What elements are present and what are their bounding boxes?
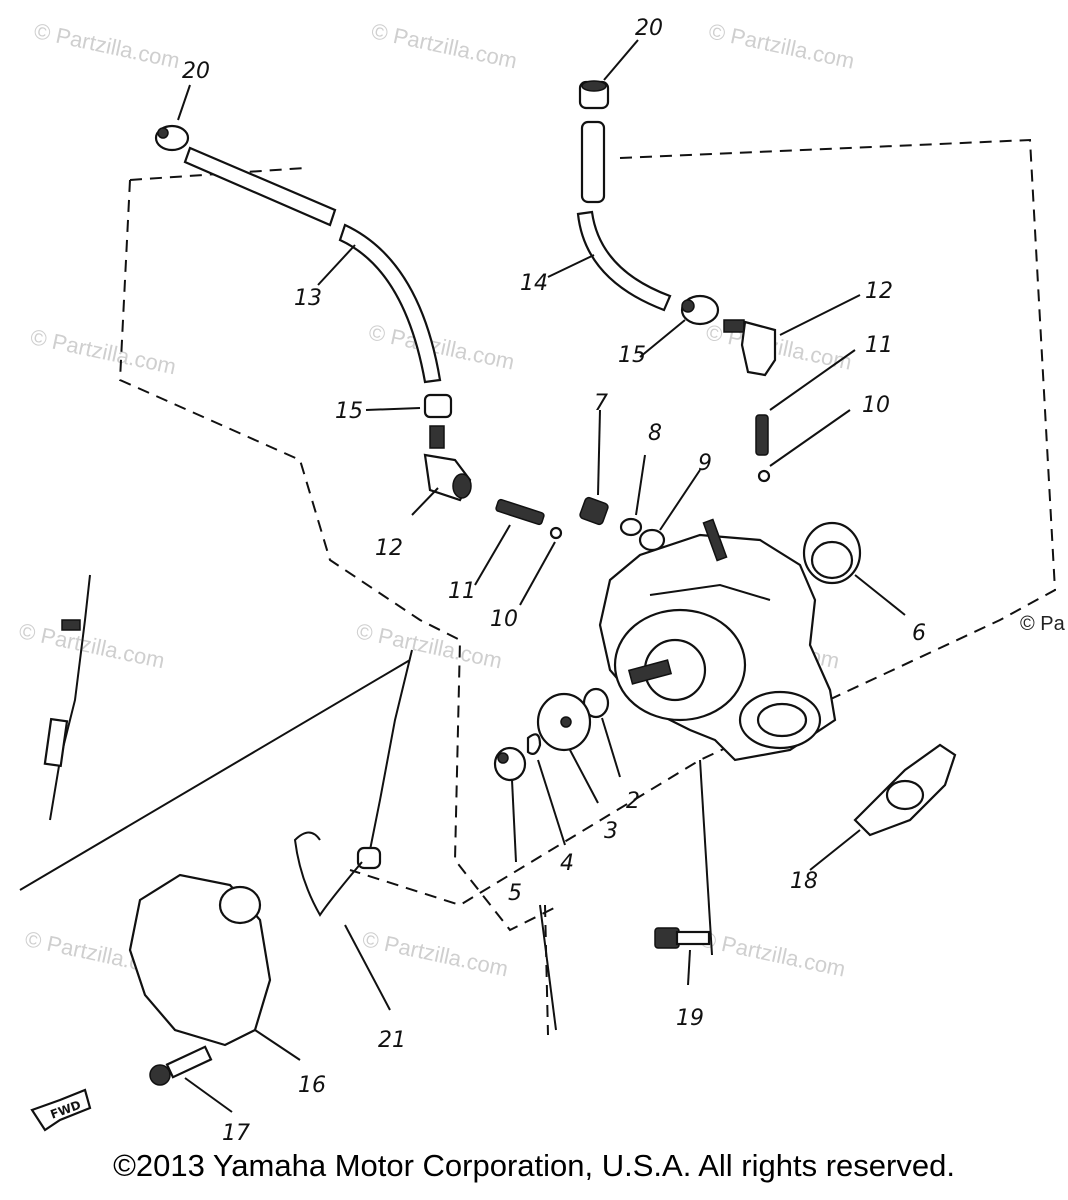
clamp-20-left[interactable] bbox=[154, 124, 190, 152]
gear-hub bbox=[560, 716, 572, 728]
watermark: © Partzilla.com bbox=[354, 618, 504, 673]
watermark: © Partzilla.com bbox=[367, 319, 517, 374]
clamp-15-right[interactable] bbox=[680, 294, 720, 326]
watermark-edge: © Pa bbox=[1020, 613, 1066, 635]
callout-15: 15 bbox=[335, 399, 363, 424]
callout-8: 8 bbox=[648, 421, 662, 446]
callout-14: 14 bbox=[520, 271, 548, 296]
callout-5: 5 bbox=[508, 881, 522, 906]
callout-numbers: 20 20 13 14 12 15 11 15 10 7 8 9 12 11 1… bbox=[182, 16, 926, 1146]
washer-8[interactable] bbox=[619, 517, 643, 537]
spring-11-left[interactable] bbox=[495, 498, 545, 526]
elbow-fitting-12-right[interactable] bbox=[723, 319, 777, 377]
cable-21[interactable] bbox=[293, 649, 413, 917]
check-ball-10-left[interactable] bbox=[549, 526, 563, 540]
callout-6: 6 bbox=[912, 621, 926, 646]
callout-10: 10 bbox=[862, 393, 890, 418]
copyright-notice: ©2013 Yamaha Motor Corporation, U.S.A. A… bbox=[113, 1148, 955, 1183]
leader-lines bbox=[177, 39, 906, 1113]
callout-21: 21 bbox=[378, 1028, 406, 1053]
watermark: © Partzilla.com bbox=[32, 18, 182, 73]
callout-13: 13 bbox=[294, 286, 322, 311]
clip-4[interactable] bbox=[526, 733, 542, 755]
clamp-15-left[interactable] bbox=[423, 393, 453, 449]
callout-4: 4 bbox=[560, 851, 574, 876]
leader-dash bbox=[544, 904, 549, 1036]
watermark: © Partzilla.com bbox=[698, 926, 848, 981]
callout-20: 20 bbox=[635, 16, 663, 41]
hose-14[interactable] bbox=[576, 120, 672, 312]
bolt-17[interactable] bbox=[149, 1045, 213, 1086]
spring-11-right[interactable] bbox=[755, 414, 769, 456]
watermark: © Partzilla.com bbox=[707, 18, 857, 73]
gasket-hole bbox=[885, 779, 925, 811]
callout-18: 18 bbox=[790, 869, 818, 894]
washer-9[interactable] bbox=[638, 528, 666, 552]
watermark: © Partzilla.com bbox=[28, 324, 178, 379]
callout-19: 19 bbox=[676, 1006, 704, 1031]
oil-seal-6[interactable] bbox=[802, 521, 862, 585]
hose-13[interactable] bbox=[183, 146, 442, 384]
callout-16: 16 bbox=[298, 1073, 326, 1098]
check-ball-10-right[interactable] bbox=[757, 469, 771, 483]
watermark: © Partzilla.com bbox=[360, 926, 510, 981]
callout-17: 17 bbox=[222, 1121, 250, 1146]
nut-hole bbox=[497, 752, 509, 764]
callout-11: 11 bbox=[865, 333, 893, 358]
callout-10: 10 bbox=[490, 607, 518, 632]
callout-20: 20 bbox=[182, 59, 210, 84]
callout-3: 3 bbox=[604, 819, 618, 844]
watermark: © Partzilla.com bbox=[17, 618, 167, 673]
nut-5[interactable] bbox=[493, 746, 527, 782]
clamp-20-right[interactable] bbox=[578, 80, 610, 110]
callout-7: 7 bbox=[594, 391, 608, 416]
forward-arrow-icon: FWD bbox=[30, 1088, 92, 1132]
callout-11: 11 bbox=[448, 579, 476, 604]
pump-cover-16[interactable] bbox=[128, 873, 272, 1047]
callout-12: 12 bbox=[375, 536, 403, 561]
oil-pump-cable[interactable] bbox=[19, 574, 411, 891]
callout-12: 12 bbox=[865, 279, 893, 304]
watermark: © Partzilla.com bbox=[369, 18, 519, 73]
bolt-19[interactable] bbox=[654, 927, 711, 949]
callout-9: 9 bbox=[698, 451, 712, 476]
callout-15: 15 bbox=[618, 343, 646, 368]
oil-pump-body[interactable] bbox=[598, 518, 837, 762]
callout-2: 2 bbox=[626, 789, 640, 814]
bolt-7[interactable] bbox=[579, 496, 609, 526]
